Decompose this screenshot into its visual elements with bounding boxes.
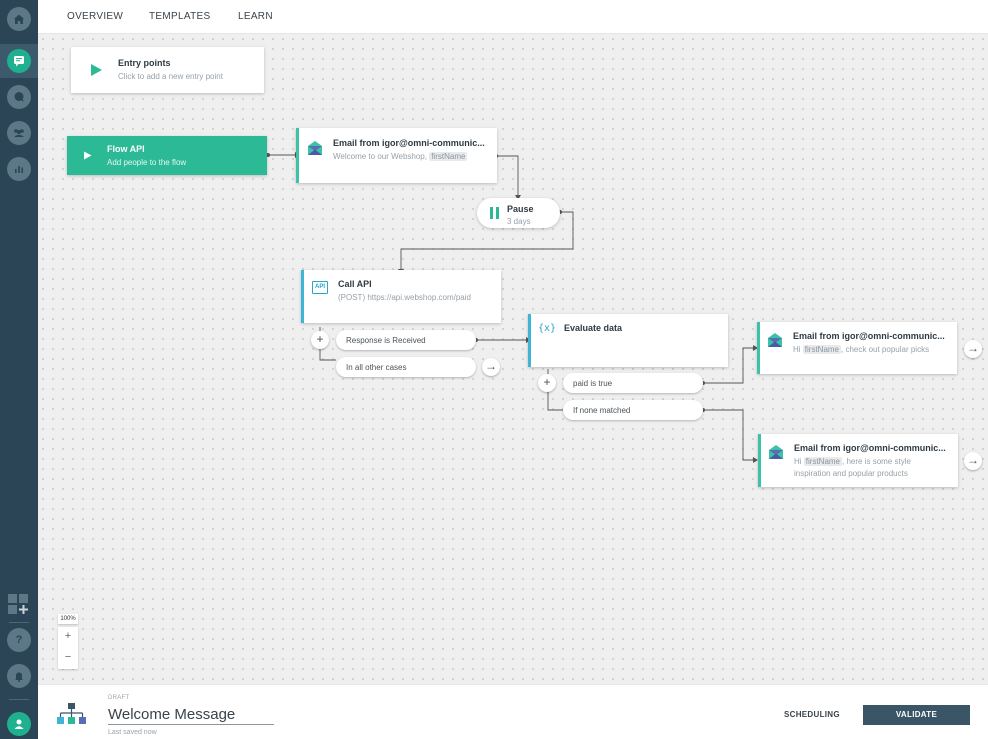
tab-overview[interactable]: OVERVIEW [67, 11, 124, 22]
call-api-title: Call API [338, 279, 372, 289]
email-icon [308, 141, 322, 155]
flow-api-title: Flow API [107, 144, 145, 154]
flows-icon[interactable] [7, 49, 31, 73]
pause-title: Pause [507, 204, 534, 214]
pause-node[interactable]: Pause 3 days [477, 198, 560, 228]
zoom-level: 100% [58, 614, 78, 624]
zoom-buttons: + − [58, 627, 78, 669]
arrow-right-icon[interactable]: → [482, 358, 500, 376]
flow-api-node[interactable]: Flow API Add people to the flow [67, 136, 267, 175]
notifications-icon[interactable] [7, 664, 31, 688]
last-saved-text: Last saved now [108, 729, 157, 736]
variable-icon: {x} [538, 323, 557, 334]
help-icon[interactable]: ? [7, 628, 31, 652]
add-branch-button[interactable]: + [311, 331, 329, 349]
email-icon [769, 445, 783, 459]
variable-chip: firstName [429, 152, 468, 161]
branch-response-received[interactable]: Response is Received [336, 330, 476, 350]
email-node-popular-picks[interactable]: Email from igor@omni-communic... Hi firs… [757, 322, 957, 374]
flow-canvas[interactable]: Entry points Click to add a new entry po… [38, 34, 988, 684]
variable-chip: firstName [802, 345, 842, 354]
play-icon [91, 64, 102, 76]
conversations-icon[interactable] [7, 85, 31, 109]
node-accent-bar [301, 270, 304, 323]
tab-learn[interactable]: LEARN [238, 11, 273, 22]
left-rail: ? [0, 0, 38, 739]
email-title: Email from igor@omni-communic... [333, 138, 485, 148]
email-preview-line-2: inspiration and popular products [794, 469, 908, 478]
entry-points-node[interactable]: Entry points Click to add a new entry po… [71, 47, 264, 93]
node-accent-bar [758, 434, 761, 487]
home-icon[interactable] [7, 7, 31, 31]
status-label: DRAFT [108, 695, 130, 701]
play-icon [84, 151, 92, 160]
pause-duration: 3 days [507, 217, 531, 226]
validate-button[interactable]: VALIDATE [863, 705, 970, 725]
add-condition-button[interactable]: + [538, 374, 556, 392]
arrow-right-icon[interactable]: → [964, 452, 982, 470]
email-node-welcome[interactable]: Email from igor@omni-communic... Welcome… [296, 128, 497, 183]
analytics-icon[interactable] [7, 157, 31, 181]
rail-divider [9, 699, 29, 700]
scheduling-button[interactable]: SCHEDULING [784, 710, 840, 719]
email-node-style-inspiration[interactable]: Email from igor@omni-communic... Hi firs… [758, 434, 958, 487]
email-preview: Welcome to our Webshop, firstName [333, 152, 468, 161]
people-icon[interactable] [7, 121, 31, 145]
add-apps-icon[interactable] [7, 593, 31, 615]
profile-icon[interactable] [7, 712, 31, 736]
node-accent-bar [296, 128, 299, 183]
footer-bar: DRAFT Welcome Message Last saved now SCH… [38, 684, 988, 739]
tab-templates[interactable]: TEMPLATES [149, 11, 211, 22]
variable-chip: firstName [803, 457, 843, 466]
call-api-node[interactable]: API Call API (POST) https://api.webshop.… [301, 270, 501, 323]
api-icon: API [312, 281, 328, 294]
arrow-right-icon[interactable]: → [964, 340, 982, 358]
email-title: Email from igor@omni-communic... [793, 331, 945, 341]
zoom-in-button[interactable]: + [64, 630, 72, 642]
branch-all-other-cases[interactable]: In all other cases [336, 357, 476, 377]
email-title: Email from igor@omni-communic... [794, 443, 946, 453]
pause-icon [490, 207, 499, 219]
rail-divider [9, 622, 29, 623]
email-icon [768, 333, 782, 347]
email-preview: Hi firstName, check out popular picks [793, 345, 930, 354]
flow-api-subtitle: Add people to the flow [107, 158, 187, 167]
email-preview: Hi firstName, here is some style [794, 457, 911, 466]
condition-paid-is-true[interactable]: paid is true [563, 373, 703, 393]
entry-points-title: Entry points [118, 58, 171, 68]
flow-diagram-icon [57, 703, 86, 724]
node-accent-bar [528, 314, 531, 367]
entry-points-subtitle: Click to add a new entry point [118, 72, 223, 81]
evaluate-data-node[interactable]: {x} Evaluate data [528, 314, 728, 367]
evaluate-data-title: Evaluate data [564, 323, 623, 333]
node-accent-bar [757, 322, 760, 374]
zoom-out-button[interactable]: − [64, 651, 72, 663]
call-api-endpoint: (POST) https://api.webshop.com/paid [338, 293, 471, 302]
condition-if-none-matched[interactable]: If none matched [563, 400, 703, 420]
flow-name-input[interactable]: Welcome Message [108, 706, 274, 725]
top-navigation: OVERVIEW TEMPLATES LEARN [38, 0, 988, 34]
